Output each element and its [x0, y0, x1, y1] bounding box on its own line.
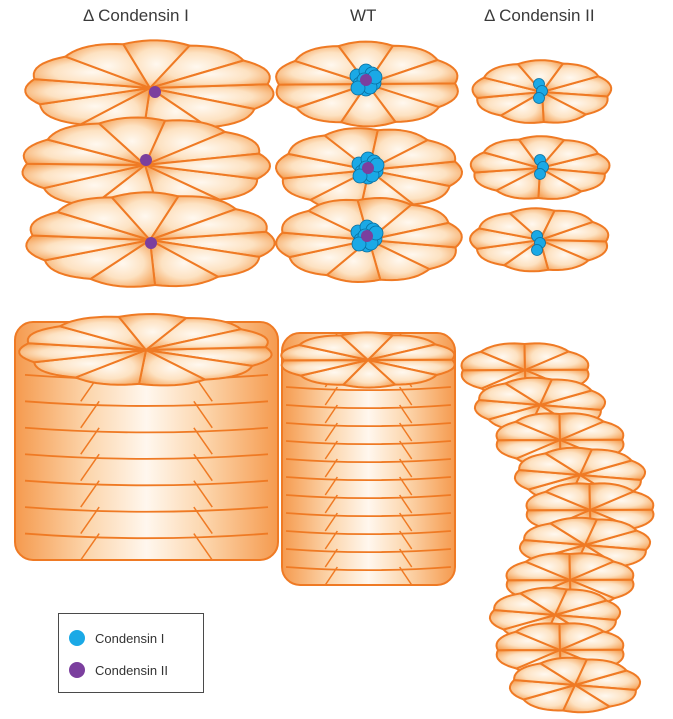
legend-item-condensin-2: Condensin II — [69, 660, 168, 680]
condensin-2-dot — [360, 74, 372, 86]
title-delta-condensin-2: Δ Condensin II — [484, 6, 595, 26]
legend-label: Condensin II — [95, 663, 168, 678]
title-wt: WT — [350, 6, 376, 26]
legend-label: Condensin I — [95, 631, 164, 646]
condensin-1-dot-icon — [69, 630, 85, 646]
legend-item-condensin-1: Condensin I — [69, 628, 164, 648]
condensin-2-dot-icon — [69, 662, 85, 678]
legend-box: Condensin I Condensin II — [58, 613, 204, 693]
rosette — [281, 332, 454, 387]
condensin-2-dot — [140, 154, 152, 166]
condensin-1-dot — [532, 245, 543, 256]
condensin-2-dot — [149, 86, 161, 98]
condensin-2-dot — [361, 230, 373, 242]
rosette — [510, 658, 640, 713]
condensin-2-dot — [362, 162, 374, 174]
title-delta-condensin-1: Δ Condensin I — [83, 6, 189, 26]
condensin-1-dot — [534, 93, 545, 104]
condensin-2-dot — [145, 237, 157, 249]
condensin-1-dot — [535, 169, 546, 180]
rosette-layer — [23, 40, 612, 286]
